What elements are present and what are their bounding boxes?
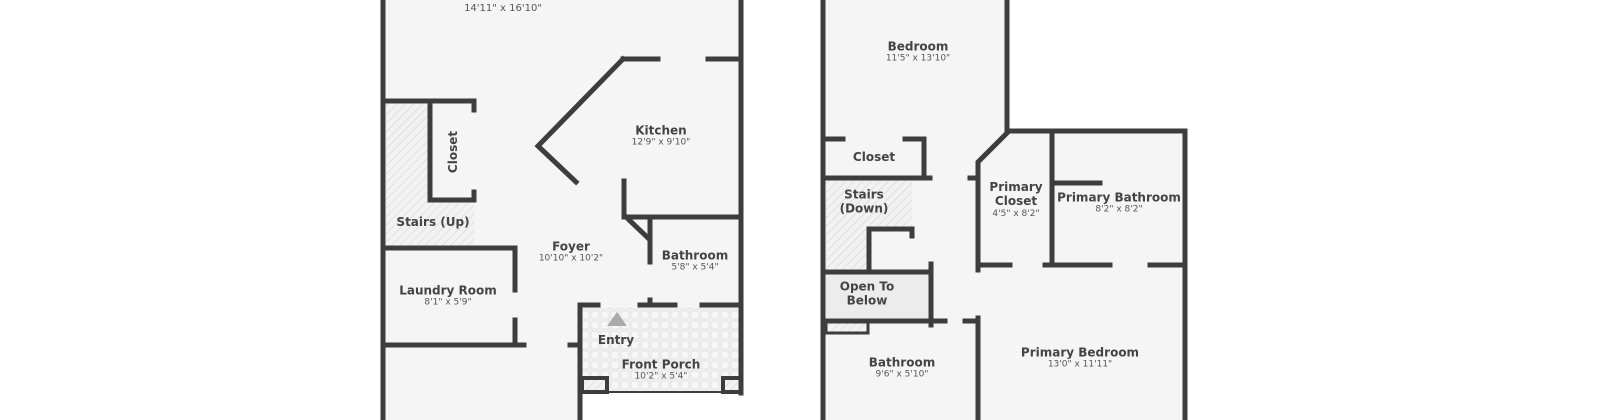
closet-2-name: Closet xyxy=(852,149,896,164)
porch-name: Front Porch xyxy=(621,357,701,372)
open-below-area xyxy=(826,274,931,318)
porch-column-left xyxy=(580,376,609,394)
porch-column-right xyxy=(721,376,743,394)
primary-bedroom-name: Primary Bedroom xyxy=(1020,345,1140,360)
bathroom-2-dim: 9'6" x 5'10" xyxy=(875,369,929,380)
primary-bathroom-name: Primary Bathroom xyxy=(1057,190,1181,205)
open-below-name: Open To Below xyxy=(839,279,895,308)
walls xyxy=(380,0,1188,420)
stairs-up-name: Stairs (Up) xyxy=(396,214,470,229)
bathroom-2-name: Bathroom xyxy=(868,355,936,370)
top-room-dim: 14'11" x 16'10" xyxy=(464,3,542,14)
primary-closet-name: Primary Closet xyxy=(989,180,1043,209)
bathroom-1-dim: 5'8" x 5'4" xyxy=(671,262,719,273)
open-below-label: Open To Below xyxy=(832,280,902,309)
porch-dim: 10'2" x 5'4" xyxy=(634,371,688,382)
entry-label: Entry xyxy=(598,333,634,347)
stairs-up-label: Stairs (Up) xyxy=(396,215,469,229)
entry-name: Entry xyxy=(597,332,635,347)
kitchen-dim: 12'9" x 9'10" xyxy=(631,137,691,148)
primary-closet-dim: 4'5" x 8'2" xyxy=(992,208,1040,219)
primary-bathroom-dim: 8'2" x 8'2" xyxy=(1095,204,1143,215)
bedroom-name: Bedroom xyxy=(887,39,949,54)
entry-arrow-icon xyxy=(607,312,627,326)
bedroom-dim: 11'5" x 13'10" xyxy=(885,53,951,64)
primary-bedroom-dim: 13'0" x 11'11" xyxy=(1047,359,1113,370)
stairs-down-label: Stairs (Down) xyxy=(834,188,894,217)
closet-label: Closet xyxy=(446,131,460,173)
kitchen-name: Kitchen xyxy=(635,123,687,138)
laundry-dim: 8'1" x 5'9" xyxy=(424,297,472,308)
foyer-dim: 10'10" x 10'2" xyxy=(538,253,604,264)
foyer-name: Foyer xyxy=(552,239,590,254)
bathroom-1-name: Bathroom xyxy=(661,248,729,263)
closet-2-label: Closet xyxy=(853,150,895,164)
top-room-label: 14'11" x 16'10" xyxy=(464,3,542,15)
laundry-name: Laundry Room xyxy=(399,283,497,298)
stairs-down-name: Stairs (Down) xyxy=(839,187,889,216)
closet-name: Closet xyxy=(445,130,460,174)
